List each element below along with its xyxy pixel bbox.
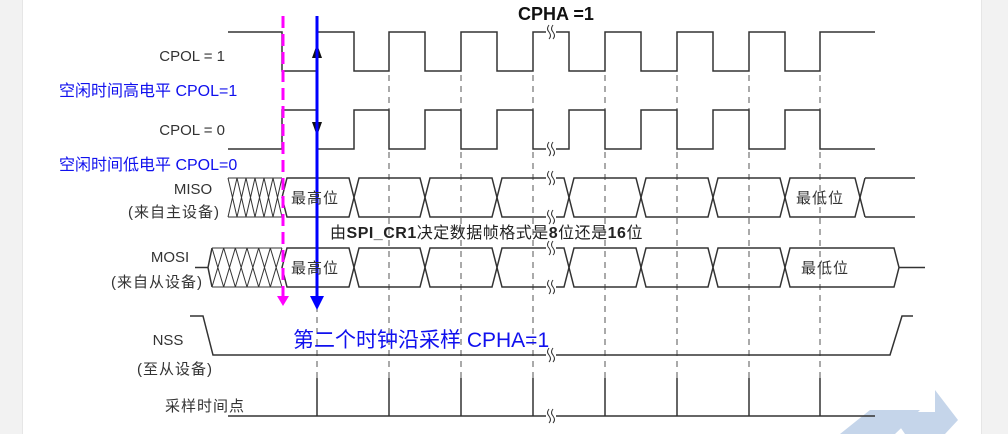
undefined-data-hatch xyxy=(211,247,283,288)
break-mark-icon xyxy=(547,24,555,40)
sample-points-label: 采样时间点 xyxy=(165,398,245,415)
cpol0-note: 空闲时间低电平 CPOL=0 xyxy=(59,156,237,174)
break-gap xyxy=(546,411,556,421)
break-marks xyxy=(546,24,556,424)
idle-data-lines xyxy=(859,177,915,218)
break-mark-icon xyxy=(547,279,555,295)
mosi-waveform xyxy=(195,247,925,288)
note-8: 8 xyxy=(549,225,558,242)
blue-arrow-down-icon xyxy=(310,296,324,310)
idle-data-lines xyxy=(195,247,925,288)
cpol1-label: CPOL = 1 xyxy=(159,48,225,65)
note-mid: 决定数据帧格式是 xyxy=(417,224,549,242)
frame-format-note: 由SPI_CR1决定数据帧格式是8位还是16位 xyxy=(330,224,643,242)
miso-label: MISO xyxy=(174,181,212,198)
mosi-label: MOSI xyxy=(151,249,189,266)
break-gap xyxy=(546,144,556,154)
cpol0-label: CPOL = 0 xyxy=(159,122,225,139)
right-gutter xyxy=(981,0,1008,434)
undefined-data-hatch xyxy=(227,177,283,218)
break-gap xyxy=(546,243,556,253)
note-register: SPI_CR1 xyxy=(347,225,417,242)
cpol1-clock-waveform xyxy=(228,31,875,72)
watermark-logo xyxy=(840,390,958,434)
diagram-title: CPHA =1 xyxy=(518,4,594,24)
sample-ticks xyxy=(228,378,875,417)
break-mark-icon xyxy=(547,347,555,363)
break-mark-icon xyxy=(547,209,555,225)
note-suffix: 位 xyxy=(626,224,643,242)
break-gap xyxy=(546,212,556,222)
mosi-msb-label: 最高位 xyxy=(291,260,339,277)
mosi-sublabel: (来自从设备) xyxy=(111,274,203,291)
nss-sublabel: (至从设备) xyxy=(137,361,213,378)
sample-edge-note: 第二个时钟沿采样 CPHA=1 xyxy=(293,329,549,352)
cpol0-clock-waveform xyxy=(228,109,875,150)
break-mark-icon xyxy=(547,408,555,424)
cpol1-note: 空闲时间高电平 CPOL=1 xyxy=(59,82,237,100)
magenta-arrow-down-icon xyxy=(277,296,289,306)
break-mark-icon xyxy=(547,170,555,186)
note-16: 16 xyxy=(608,225,627,242)
note-mid2: 位还是 xyxy=(558,224,608,242)
mosi-lsb-label: 最低位 xyxy=(801,260,849,277)
break-gap xyxy=(546,27,556,37)
break-mark-icon xyxy=(547,141,555,157)
note-prefix: 由 xyxy=(330,224,347,242)
break-mark-icon xyxy=(547,240,555,256)
break-gap xyxy=(546,350,556,360)
break-gap xyxy=(546,173,556,183)
miso-sublabel: (来自主设备) xyxy=(128,204,220,221)
left-gutter xyxy=(0,0,23,434)
break-gap xyxy=(546,282,556,292)
miso-waveform xyxy=(227,177,915,218)
nss-label: NSS xyxy=(153,332,184,349)
miso-msb-label: 最高位 xyxy=(291,190,339,207)
sampling-guide-lines xyxy=(316,75,821,398)
miso-lsb-label: 最低位 xyxy=(796,190,844,207)
